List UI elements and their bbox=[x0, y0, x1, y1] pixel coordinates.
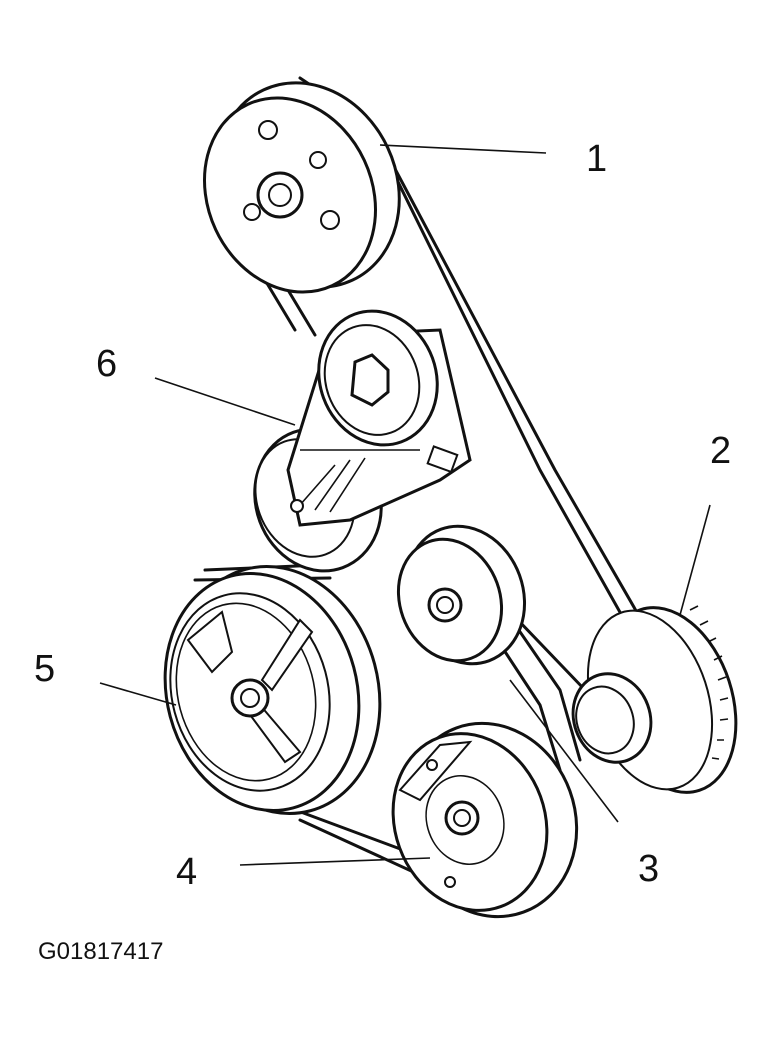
small-idler-pulley bbox=[571, 672, 653, 764]
callout-2: 2 bbox=[710, 430, 732, 472]
belt-tensioner bbox=[253, 309, 472, 573]
figure-code: G01817417 bbox=[38, 938, 164, 965]
callout-1: 1 bbox=[586, 138, 608, 180]
callout-5: 5 bbox=[34, 648, 56, 690]
callout-3: 3 bbox=[638, 848, 660, 890]
leader-lines bbox=[99, 144, 711, 866]
crankshaft-pulley bbox=[163, 565, 382, 815]
callout-6: 6 bbox=[96, 343, 118, 385]
idler-pulley bbox=[396, 524, 527, 666]
power-steering-pulley bbox=[203, 81, 401, 294]
ac-compressor-pulley bbox=[391, 721, 579, 919]
callout-4: 4 bbox=[176, 851, 198, 893]
